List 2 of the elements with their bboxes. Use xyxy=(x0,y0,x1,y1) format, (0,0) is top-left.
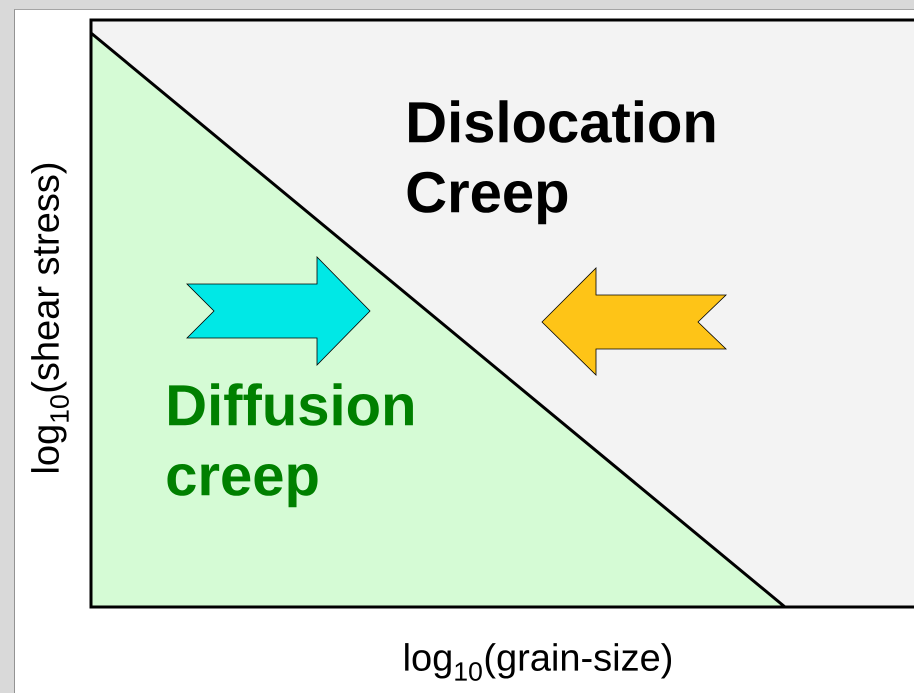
axis-label: log$_{10}$(shear stress) xyxy=(31,164,69,472)
axis-label: log$_{10}$(grain-size) xyxy=(405,643,672,681)
